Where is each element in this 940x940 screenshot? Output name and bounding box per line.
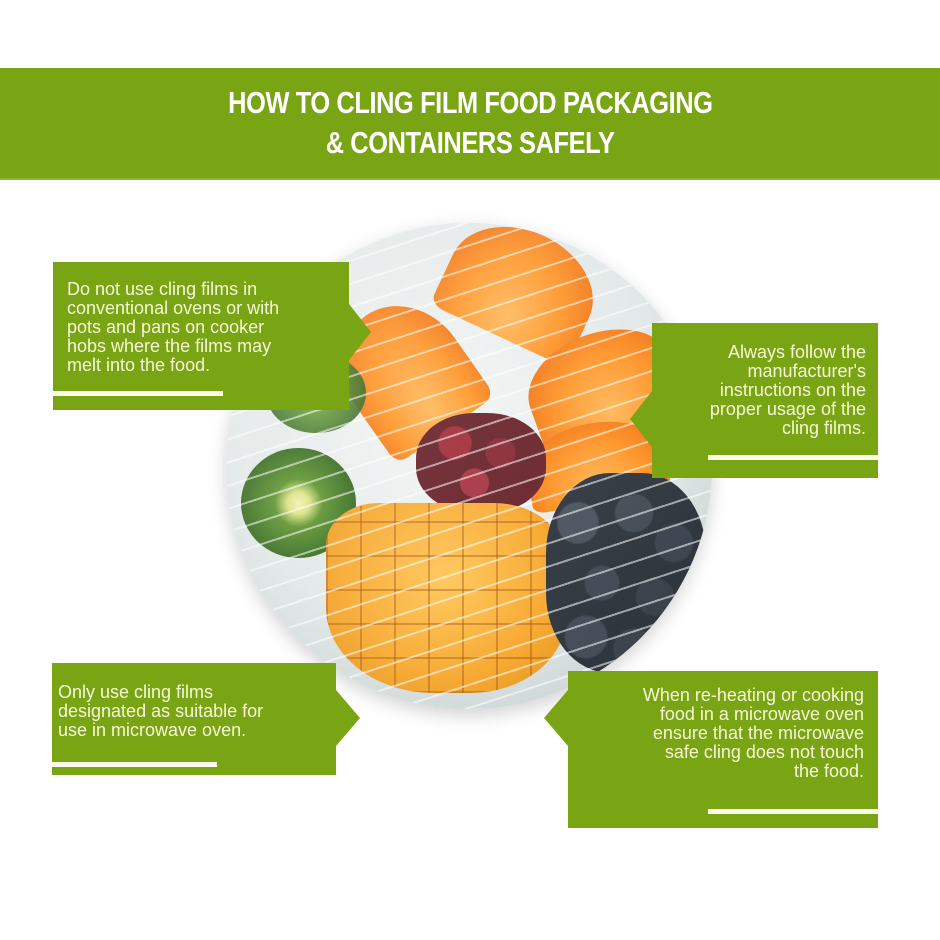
header-banner: HOW TO CLING FILM FOOD PACKAGING & CONTA…: [0, 68, 940, 180]
divider-line: [53, 391, 223, 396]
pointer-arrow-left: [544, 690, 568, 746]
cranberries: [416, 413, 546, 513]
pointer-arrow-right: [349, 304, 371, 360]
divider-line: [52, 762, 217, 767]
divider-line: [708, 455, 878, 460]
tip-box-manufacturer: Always follow the manufacturer's instruc…: [630, 323, 878, 478]
tip-box-ovens: Do not use cling films in conventional o…: [53, 262, 371, 410]
pointer-arrow-left: [630, 391, 652, 447]
tip-text: Do not use cling films in conventional o…: [67, 279, 280, 375]
title-line-1: HOW TO CLING FILM FOOD PACKAGING: [227, 85, 713, 120]
tip-text: Always follow the manufacturer's instruc…: [709, 342, 866, 438]
tip-text: When re-heating or cooking food in a mic…: [642, 685, 864, 781]
tip-text: Only use cling films designated as suita…: [58, 682, 264, 740]
divider-line: [708, 809, 878, 814]
tip-box-microwave-suitable: Only use cling films designated as suita…: [52, 663, 360, 775]
mango-cubes: [326, 503, 566, 693]
blueberries: [546, 473, 706, 673]
pointer-arrow-right: [336, 690, 360, 746]
tip-box-reheating: When re-heating or cooking food in a mic…: [544, 671, 878, 828]
title-line-2: & CONTAINERS SAFELY: [325, 125, 615, 160]
